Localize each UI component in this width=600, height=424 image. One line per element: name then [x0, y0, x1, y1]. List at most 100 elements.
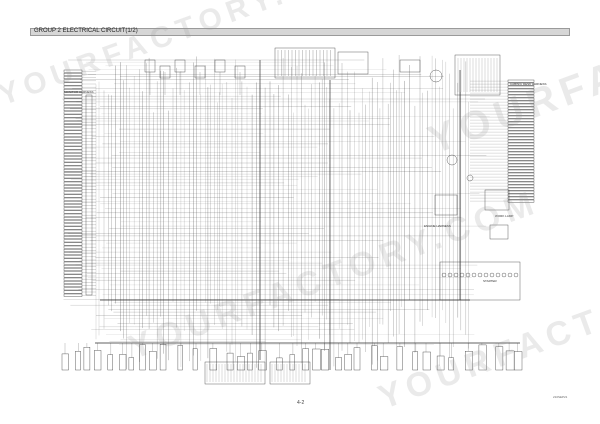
label-left-harness: MONITOR HARNESS — [64, 90, 94, 94]
lower-right-terminal — [447, 272, 453, 278]
bottom-connector-bank — [269, 361, 311, 385]
left-terminal — [63, 117, 83, 121]
lower-right-terminal — [495, 272, 501, 278]
left-terminal — [63, 293, 83, 297]
left-terminal — [63, 220, 83, 223]
lower-right-terminal — [471, 272, 477, 278]
bottom-component — [448, 357, 454, 371]
right-terminal — [507, 175, 535, 179]
right-terminal — [507, 97, 535, 101]
left-terminal — [63, 184, 83, 188]
left-terminal — [63, 72, 83, 76]
right-terminal — [507, 172, 535, 176]
bottom-component — [495, 346, 504, 371]
left-terminal — [63, 207, 83, 211]
left-terminal — [63, 108, 83, 112]
right-terminal — [507, 178, 535, 182]
bottom-component — [149, 351, 157, 371]
bottom-component — [107, 354, 114, 371]
lower-right-block — [439, 261, 521, 301]
left-terminal — [63, 226, 83, 230]
left-terminal — [63, 140, 83, 143]
bottom-component — [237, 356, 246, 371]
left-terminal — [63, 236, 83, 239]
right-terminal — [507, 124, 535, 128]
left-connector-block — [85, 94, 93, 296]
bottom-component — [422, 351, 431, 371]
right-terminal — [507, 190, 535, 194]
bottom-component — [436, 355, 445, 371]
bottom-component — [289, 354, 295, 371]
left-terminal — [63, 149, 83, 153]
left-terminal — [63, 287, 83, 291]
right-terminal — [507, 88, 535, 92]
left-terminal — [63, 88, 83, 92]
left-terminal — [63, 232, 83, 236]
left-terminal — [63, 274, 83, 278]
right-terminal — [507, 130, 535, 134]
lower-right-terminal — [501, 272, 507, 278]
left-terminal — [63, 168, 83, 172]
left-terminal — [63, 165, 83, 169]
bottom-component — [353, 347, 361, 371]
sensor-symbol — [466, 174, 474, 182]
right-terminal — [507, 127, 535, 131]
bottom-component — [302, 348, 309, 371]
cabin-connector-block — [454, 54, 501, 96]
bottom-component — [119, 354, 127, 371]
bottom-component — [94, 350, 102, 371]
left-terminal — [63, 136, 83, 140]
left-terminal — [63, 194, 83, 198]
right-terminal — [507, 184, 535, 188]
right-terminal — [507, 145, 535, 149]
right-terminal — [507, 103, 535, 107]
right-terminal — [507, 148, 535, 152]
wire-group — [62, 50, 520, 382]
top-component — [214, 59, 226, 73]
lower-right-terminal — [513, 272, 519, 278]
left-terminal — [63, 271, 83, 275]
fuse-box — [274, 47, 336, 79]
bottom-component — [83, 347, 91, 371]
left-terminal — [63, 85, 83, 89]
label-engine-harness: ENGINE HARNESS — [424, 224, 451, 228]
left-terminal — [63, 229, 83, 233]
bottom-connector-bank — [204, 361, 266, 385]
left-terminal — [63, 120, 83, 124]
right-terminal — [507, 187, 535, 191]
left-terminal — [63, 146, 83, 150]
left-terminal — [63, 277, 83, 281]
bottom-component — [128, 357, 134, 371]
left-terminal — [63, 111, 83, 115]
top-component — [234, 65, 246, 79]
left-terminal — [63, 197, 83, 201]
left-terminal — [63, 191, 83, 195]
page-header-bar: GROUP 2 ELECTRICAL CIRCUIT(1/2) — [30, 28, 570, 36]
right-terminal — [507, 154, 535, 158]
right-terminal — [507, 106, 535, 110]
left-terminal — [63, 98, 83, 102]
bottom-component — [344, 354, 352, 371]
bottom-component — [177, 345, 183, 371]
bottom-component — [396, 346, 403, 371]
left-terminal — [63, 213, 83, 217]
bottom-component — [371, 345, 378, 371]
page-title: GROUP 2 ELECTRICAL CIRCUIT(1/2) — [34, 28, 138, 34]
left-terminal — [63, 245, 83, 249]
left-terminal — [63, 248, 83, 252]
left-terminal — [63, 175, 83, 179]
left-terminal — [63, 258, 83, 262]
left-terminal — [63, 242, 83, 246]
page-number: 4-2 — [297, 400, 305, 406]
left-terminal — [63, 82, 83, 86]
left-terminal — [63, 127, 83, 131]
left-terminal — [63, 92, 83, 96]
lower-right-terminal — [453, 272, 459, 278]
right-terminal — [507, 118, 535, 122]
top-component — [174, 59, 186, 73]
left-terminal — [63, 204, 83, 207]
right-terminal — [507, 100, 535, 104]
drawing-code: 210SEP21 — [553, 395, 568, 399]
bottom-component — [276, 357, 283, 371]
